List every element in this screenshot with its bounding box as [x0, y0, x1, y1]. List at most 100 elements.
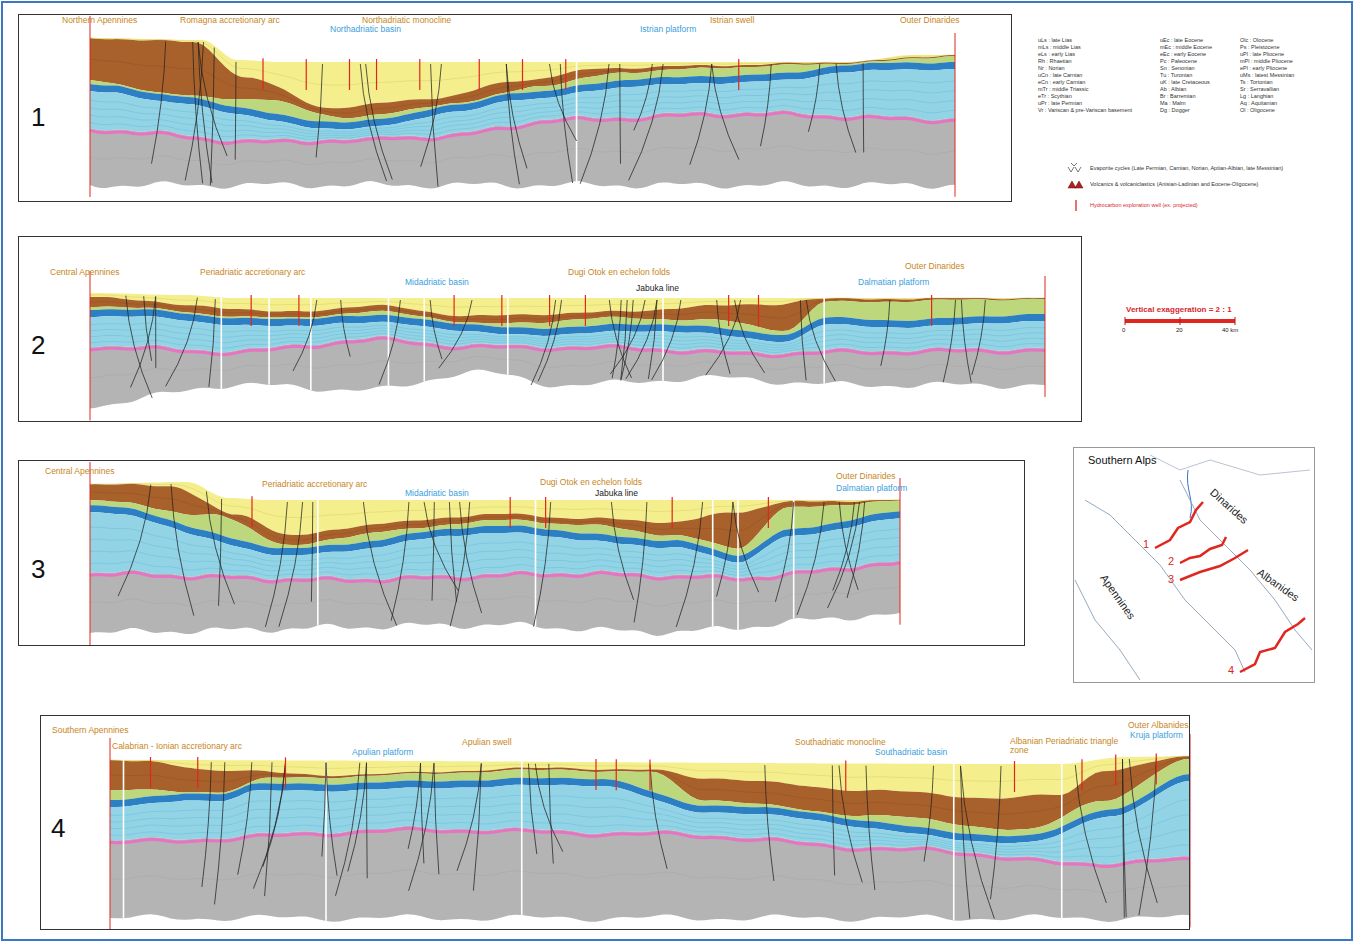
strata-line	[110, 870, 1190, 893]
fault-line	[311, 502, 312, 602]
fault-line	[1139, 759, 1156, 916]
fault-line	[506, 64, 519, 184]
section-trace-number: 1	[1143, 538, 1149, 550]
section-bend	[123, 760, 125, 918]
unit-label: Dalmatian platform	[858, 278, 929, 287]
fault-line	[363, 502, 396, 626]
fault-line	[460, 502, 482, 613]
strata-line	[90, 334, 1045, 353]
map-coast	[1085, 500, 1245, 672]
well-line	[306, 59, 307, 90]
fault-line	[210, 48, 214, 186]
abbreviation-entry: Olc : Olocene	[1240, 37, 1273, 43]
fault-line	[611, 502, 633, 600]
strata-line	[90, 106, 955, 140]
fault-line	[690, 64, 712, 165]
fault-line	[366, 763, 368, 879]
well-line	[672, 497, 673, 528]
fault-line	[432, 502, 434, 601]
volcanics-symbol	[1068, 181, 1083, 188]
fault-line	[808, 64, 819, 132]
fault-line	[366, 64, 393, 180]
abbreviation-entry: Br : Barremian	[1160, 93, 1195, 99]
fault-line	[832, 765, 834, 875]
abbreviation-entry: Ts : Tortonian	[1240, 79, 1273, 85]
well-line	[501, 295, 502, 326]
strata-band	[90, 561, 900, 636]
well-line	[595, 759, 596, 790]
well-line	[285, 757, 286, 788]
section-panel: 1	[18, 14, 1012, 202]
fault-line	[408, 763, 420, 849]
well-line	[728, 295, 729, 326]
unit-label: Southadriatic basin	[875, 748, 947, 757]
well-line	[931, 295, 932, 326]
map-coast	[1075, 580, 1140, 680]
section-bend	[521, 762, 523, 915]
strata-band	[90, 512, 900, 579]
fault-line	[828, 502, 860, 608]
abbreviation-entry: eTr : Scythian	[1038, 93, 1072, 99]
fault-line	[735, 300, 765, 373]
section-bend	[712, 500, 714, 626]
fault-line	[924, 766, 934, 862]
strata-line	[90, 99, 955, 137]
section-end	[900, 478, 901, 625]
fault-line	[800, 300, 806, 380]
well-line	[522, 59, 523, 90]
fault-line	[238, 762, 252, 875]
fault-line	[293, 300, 317, 371]
fault-line	[409, 763, 434, 891]
fault-line	[379, 300, 400, 385]
strata-band	[110, 827, 1190, 868]
fault-line	[439, 300, 472, 368]
abbreviation-entry: Ol : Oligocene	[1240, 107, 1275, 113]
section-bend	[317, 500, 319, 626]
strata-line	[90, 90, 955, 134]
strata-line	[110, 812, 1190, 852]
fault-line	[155, 297, 156, 368]
section-end	[90, 16, 91, 197]
scale-label: Vertical exaggeration = 2 : 1	[1126, 306, 1232, 315]
fault-line	[265, 502, 287, 627]
abbreviation-entry: Dg : Dogger	[1160, 107, 1190, 113]
map-title: Southern Alps	[1088, 454, 1157, 466]
abbreviation-entry: Pc : Paleocene	[1160, 58, 1197, 64]
fault-line	[765, 765, 774, 881]
fault-line	[650, 764, 667, 869]
unit-label: Periadriatic accretionary arc	[262, 480, 367, 489]
well-line	[545, 497, 546, 528]
section-bend	[221, 298, 223, 389]
unit-label: Outer Albanides	[1128, 721, 1188, 730]
section-trace	[1180, 537, 1226, 563]
fault-line	[118, 485, 151, 596]
scale-ticks	[1125, 317, 1235, 325]
section-number: 4	[51, 814, 65, 843]
fault-line	[991, 766, 1002, 899]
section-trace	[1155, 502, 1203, 548]
fault-line	[652, 300, 681, 380]
fault-line	[733, 502, 759, 592]
fault-line	[833, 502, 855, 591]
fault-line	[316, 64, 322, 158]
fault-line	[431, 64, 438, 187]
fault-line	[152, 42, 166, 164]
unit-label: Albanian Periadriatic triangle zone	[1010, 737, 1128, 756]
abbreviation-entry: Sr : Serravallian	[1240, 86, 1279, 92]
abbreviation-entry: mTr : middle Triassic	[1038, 86, 1089, 92]
legend-text: Hydrocarbon exploration well (ex. projec…	[1090, 202, 1345, 208]
section-bend	[823, 298, 825, 384]
fault-line	[131, 297, 156, 388]
abbreviation-entry: eEc : early Eocene	[1160, 51, 1206, 57]
well-line	[298, 295, 299, 326]
fault-line	[235, 62, 237, 160]
well-line	[150, 757, 151, 788]
unit-label: Southadriatic monocline	[795, 738, 886, 747]
unit-label: Dalmatian platform	[836, 484, 907, 493]
abbreviation-entry: Vr : Variscan & pre-Variscan basement	[1038, 107, 1132, 113]
scale-label: 40 km	[1222, 327, 1238, 334]
strata-band	[90, 110, 955, 189]
fault-line	[797, 502, 824, 615]
